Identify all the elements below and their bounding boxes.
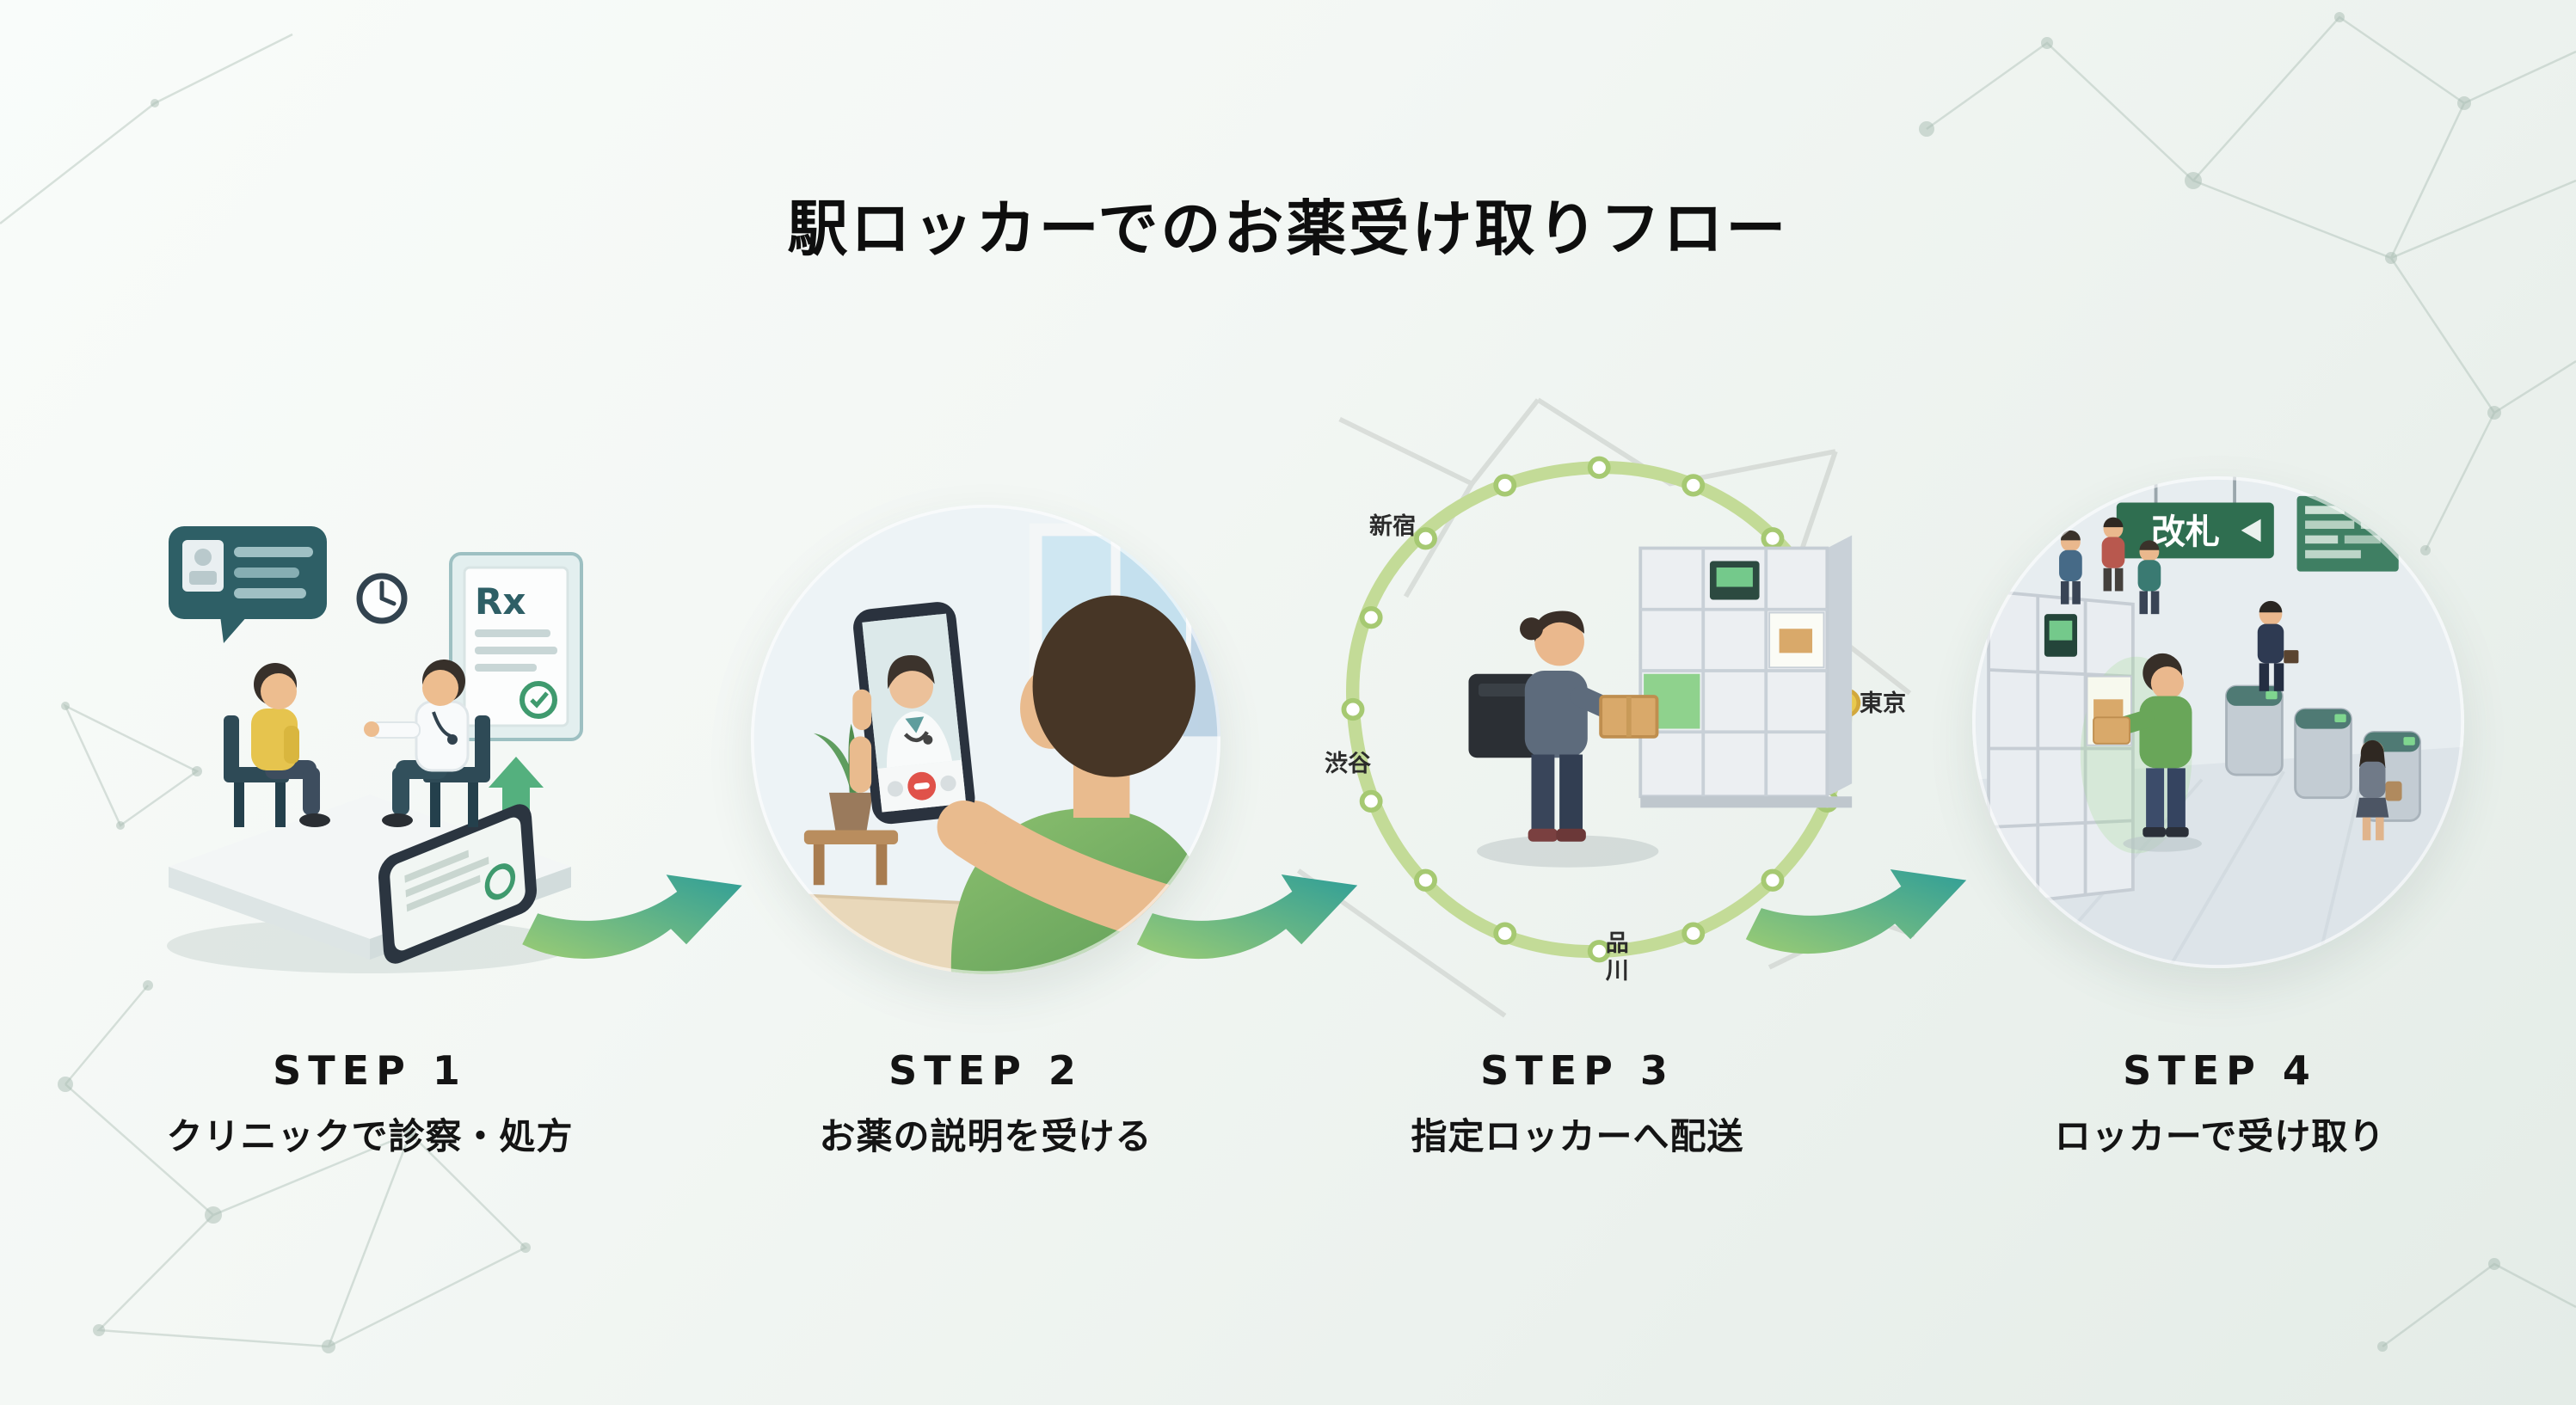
smartphone-prescription bbox=[378, 804, 538, 964]
step4-caption: ロッカーで受け取り bbox=[2054, 1115, 2386, 1157]
step3-caption: 指定ロッカーへ配送 bbox=[1411, 1115, 1744, 1157]
step3-label: STEP 3 bbox=[1480, 1047, 1675, 1094]
step3-illustration: 新宿 渋谷 東京 品川 bbox=[1290, 387, 1918, 1032]
rx-label: Rx bbox=[475, 580, 526, 623]
station-label-shinjuku: 新宿 bbox=[1369, 513, 1416, 540]
delivery-locker bbox=[1638, 535, 1853, 808]
video-call-phone bbox=[853, 602, 975, 825]
chat-bubble bbox=[169, 526, 327, 643]
flow-arrow-1 bbox=[516, 867, 748, 979]
package bbox=[2093, 716, 2130, 745]
step2-illustration bbox=[751, 505, 1220, 974]
woman-with-bag bbox=[2356, 739, 2402, 841]
step1-label: STEP 1 bbox=[273, 1047, 467, 1094]
step3-text: STEP 3 指定ロッカーへ配送 bbox=[1319, 1047, 1835, 1160]
doctor-figure bbox=[364, 660, 490, 827]
flow-arrow-2 bbox=[1127, 867, 1368, 979]
station-label-tokyo: 東京 bbox=[1860, 690, 1906, 717]
prescription-document: Rx bbox=[449, 552, 583, 741]
clock-icon bbox=[356, 573, 408, 624]
pickup-person bbox=[2093, 653, 2202, 852]
flow-arrow-3 bbox=[1736, 862, 1977, 973]
kaisatsu-sign-text: 改札 bbox=[2151, 512, 2220, 552]
departure-board bbox=[2296, 476, 2399, 572]
step2-caption: お薬の説明を受ける bbox=[819, 1115, 1153, 1157]
station-label-shibuya: 渋谷 bbox=[1325, 751, 1371, 777]
step1-caption: クリニックで診察・処方 bbox=[166, 1115, 574, 1157]
step2-text: STEP 2 お薬の説明を受ける bbox=[728, 1047, 1244, 1160]
step2-label: STEP 2 bbox=[888, 1047, 1083, 1094]
patient-figure bbox=[224, 663, 330, 827]
station-label-shinagawa: 品川 bbox=[1601, 930, 1628, 985]
step4-illustration: 改札 bbox=[1972, 476, 2464, 968]
page-title: 駅ロッカーでのお薬受け取りフロー bbox=[787, 193, 1789, 264]
step4-text: STEP 4 ロッカーで受け取り bbox=[1962, 1047, 2478, 1160]
step4-label: STEP 4 bbox=[2123, 1047, 2317, 1094]
suit-man bbox=[2257, 600, 2299, 691]
hand bbox=[849, 689, 991, 854]
step1-text: STEP 1 クリニックで診察・処方 bbox=[112, 1047, 628, 1160]
side-sign bbox=[2418, 518, 2462, 575]
step1-illustration: Rx bbox=[120, 430, 619, 997]
delivery-person bbox=[1468, 610, 1659, 842]
